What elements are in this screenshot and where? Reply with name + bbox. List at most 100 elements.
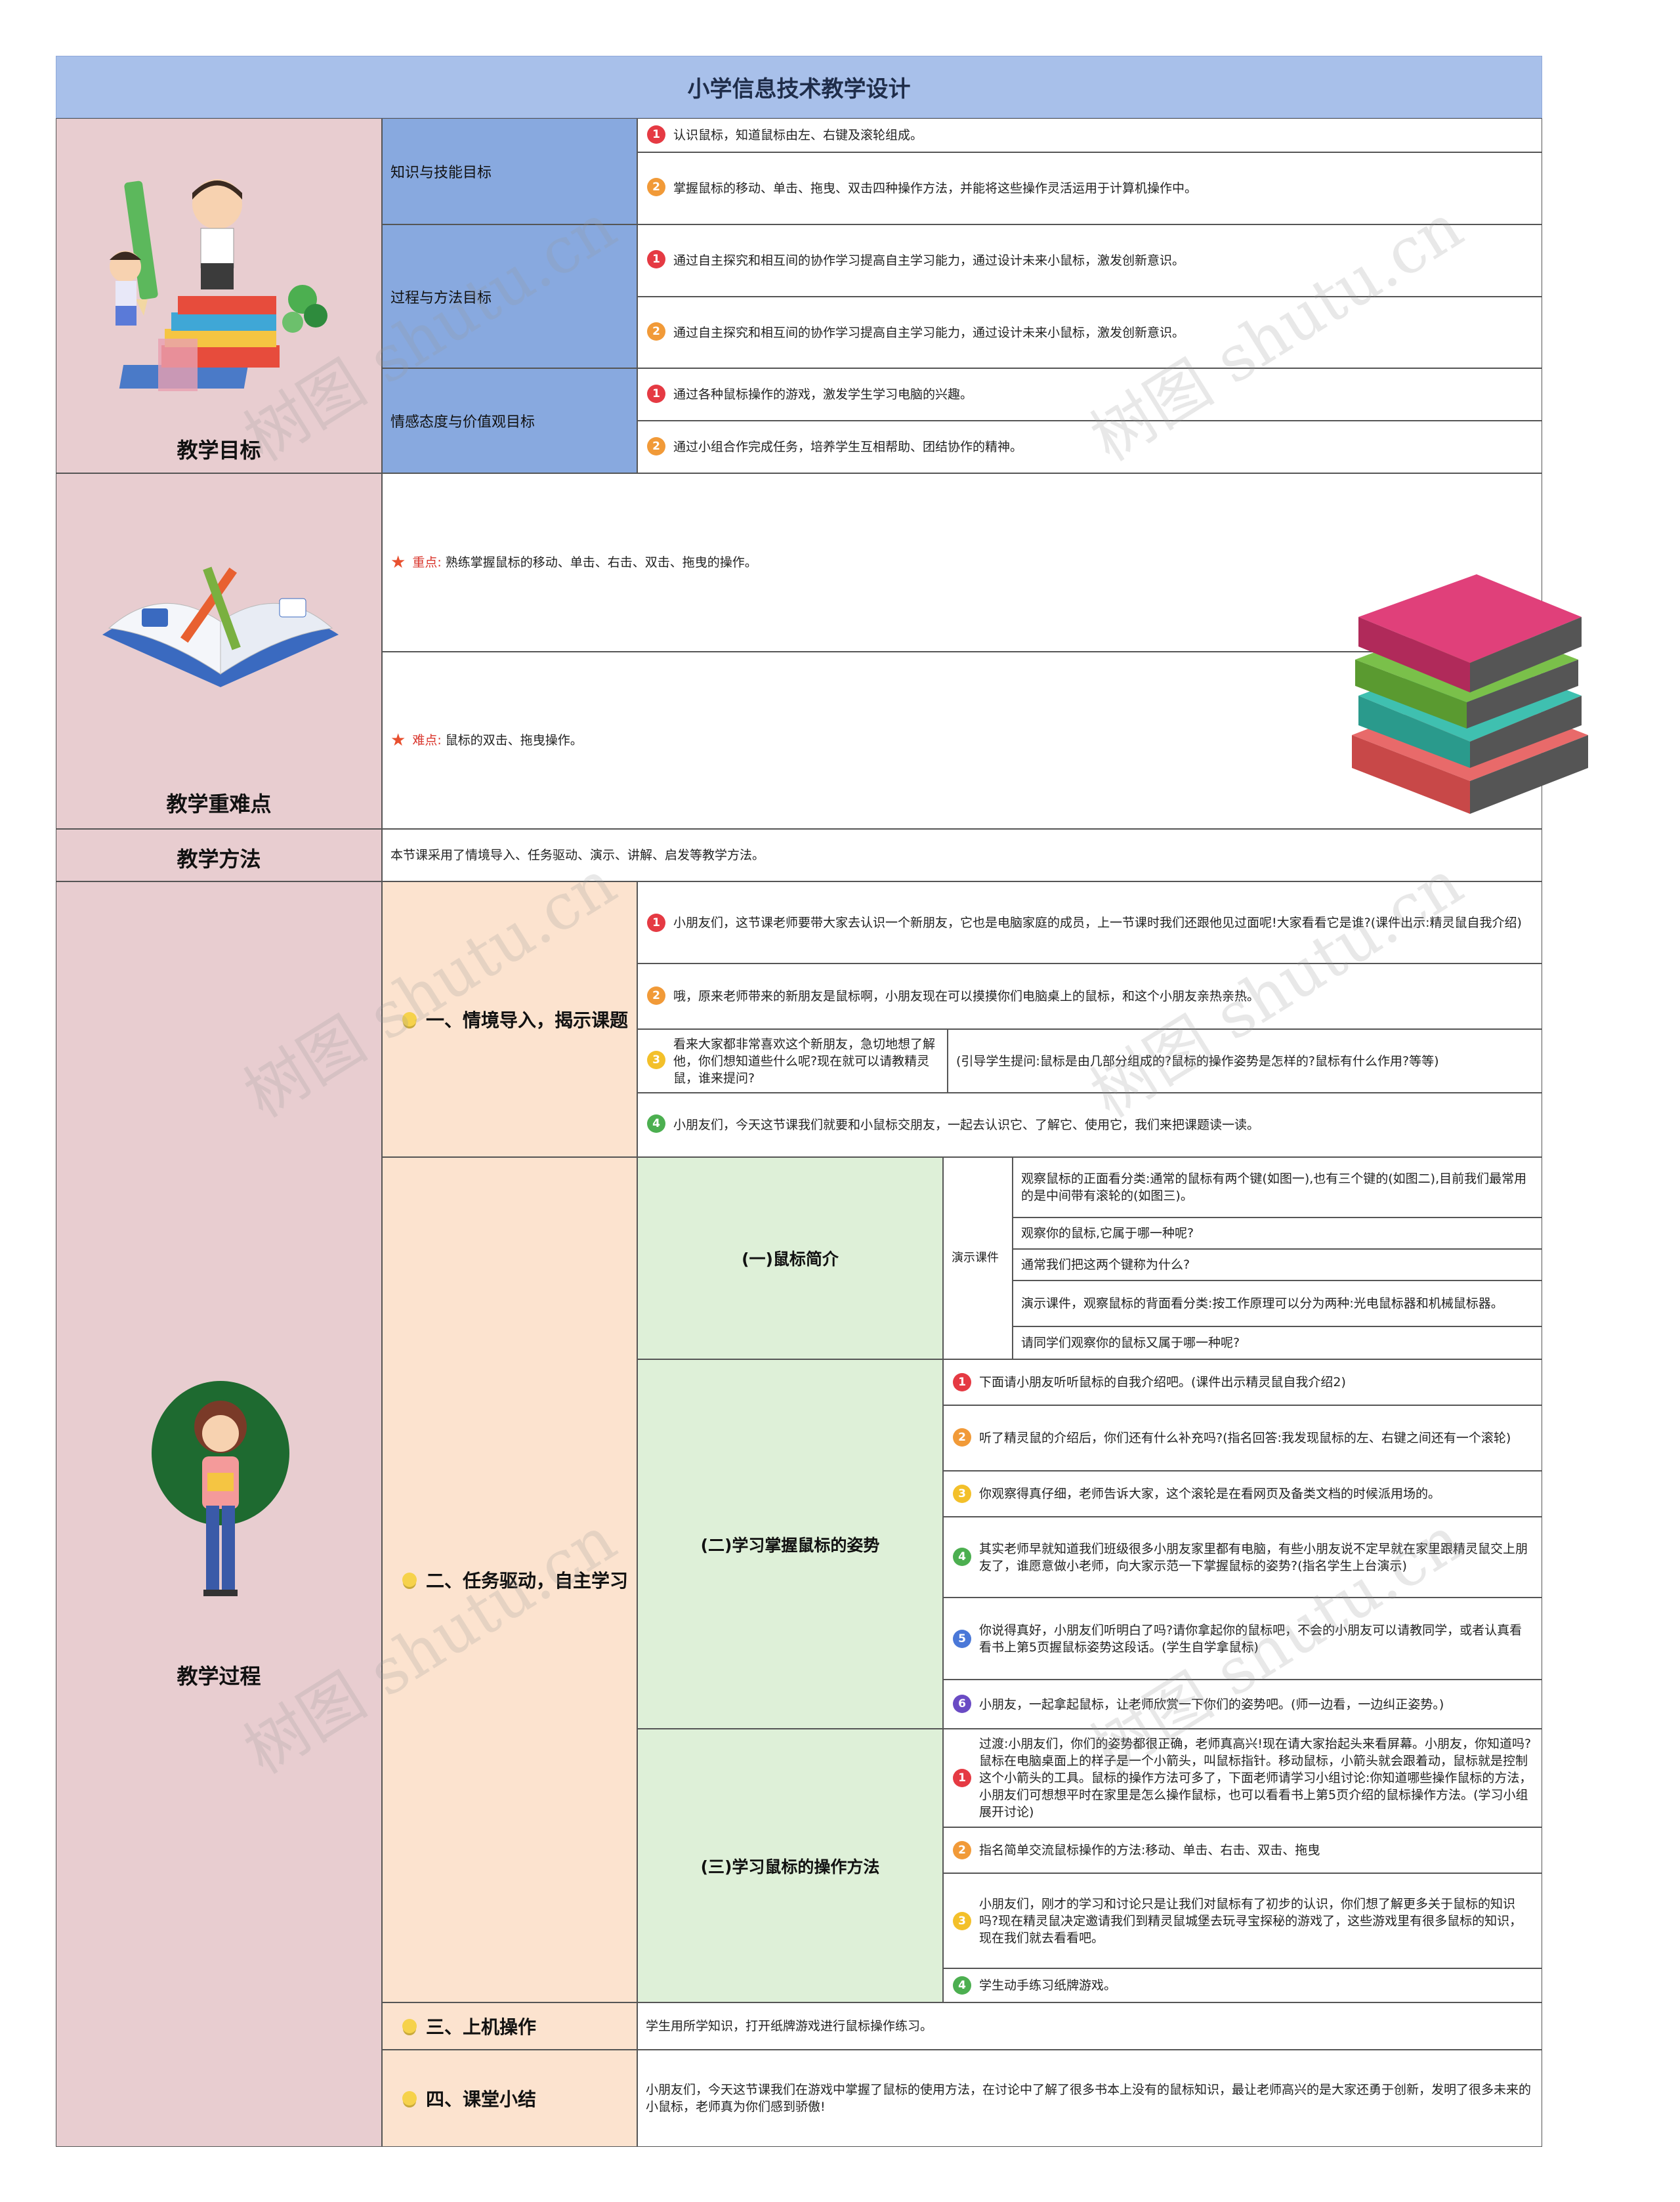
star-icon: ★ bbox=[390, 730, 406, 750]
sub2-item-2: 2 听了精灵鼠的介绍后，你们还有什么补充吗?(指名回答:我发现鼠标的左、右键之间… bbox=[943, 1405, 1542, 1471]
phase-label-text: 三、上机操作 bbox=[426, 2016, 537, 2038]
number-3-icon: 3 bbox=[953, 1485, 971, 1503]
number-2-icon: 2 bbox=[647, 178, 665, 196]
knowledge-goal-item-1: 1 认识鼠标，知道鼠标由左、右键及滚轮组成。 bbox=[637, 118, 1542, 152]
item-text: 通过自主探究和相互间的协作学习提高自主学习能力，通过设计未来小鼠标，激发创新意识… bbox=[673, 325, 1185, 340]
number-1-icon: 1 bbox=[953, 1373, 971, 1391]
sub3-item-2: 2 指名简单交流鼠标操作的方法:移动、单击、右击、双击、拖曳 bbox=[943, 1827, 1542, 1873]
item-text: 小朋友们，刚才的学习和讨论只是让我们对鼠标有了初步的认识，你们想了解更多关于鼠标… bbox=[979, 1896, 1522, 1945]
bulb-icon bbox=[402, 1573, 417, 1587]
item-text: 其实老师早就知道我们班级很多小朋友家里都有电脑，有些小朋友说不定早就在家里跟精灵… bbox=[979, 1541, 1528, 1573]
sub2-item-4: 4 其实老师早就知道我们班级很多小朋友家里都有电脑，有些小朋友说不定早就在家里跟… bbox=[943, 1517, 1542, 1598]
hard-point-row: ★ 难点: 鼠标的双击、拖曳操作。 bbox=[382, 652, 1542, 829]
sub2-label: (二)学习掌握鼠标的姿势 bbox=[637, 1359, 943, 1729]
item-text: 通过各种鼠标操作的游戏，激发学生学习电脑的兴趣。 bbox=[673, 387, 973, 402]
goals-title: 教学目标 bbox=[177, 438, 261, 463]
phase-1-label: 一、情境导入，揭示课题 bbox=[382, 881, 637, 1157]
item-text: 看来大家都非常喜欢这个新朋友，急切地想了解他，你们想知道些什么呢?现在就可以请教… bbox=[673, 1036, 936, 1086]
number-5-icon: 5 bbox=[953, 1630, 971, 1648]
phase-label-text: 四、课堂小结 bbox=[426, 2088, 537, 2110]
bulb-icon bbox=[402, 1012, 417, 1027]
item-text: 通过自主探究和相互间的协作学习提高自主学习能力，通过设计未来小鼠标，激发创新意识… bbox=[673, 253, 1185, 268]
phase-2-label: 二、任务驱动，自主学习 bbox=[382, 1157, 637, 2002]
number-2-icon: 2 bbox=[647, 322, 665, 341]
number-3-icon: 3 bbox=[647, 1051, 665, 1069]
number-2-icon: 2 bbox=[647, 986, 665, 1005]
sub1-label: (一)鼠标简介 bbox=[637, 1157, 943, 1359]
item-text: 过渡:小朋友们，你们的姿势都很正确，老师真高兴!现在请大家抬起头来看屏幕。小朋友… bbox=[979, 1737, 1532, 1819]
item-text: 下面请小朋友听听鼠标的自我介绍吧。(课件出示精灵鼠自我介绍2) bbox=[979, 1375, 1346, 1389]
sub1-item-1: 观察鼠标的正面看分类:通常的鼠标有两个键(如图一),也有三个键的(如图二),目前… bbox=[1013, 1157, 1542, 1217]
process-goal-label: 过程与方法目标 bbox=[382, 224, 637, 368]
sub1-item-2: 观察你的鼠标,它属于哪一种呢? bbox=[1013, 1217, 1542, 1249]
process-goal-item-2: 2 通过自主探究和相互间的协作学习提高自主学习能力，通过设计未来小鼠标，激发创新… bbox=[637, 297, 1542, 368]
sub3-item-1: 1 过渡:小朋友们，你们的姿势都很正确，老师真高兴!现在请大家抬起头来看屏幕。小… bbox=[943, 1729, 1542, 1827]
item-text: 你说得真好，小朋友们听明白了吗?请你拿起你的鼠标吧，不会的小朋友可以请教同学，或… bbox=[979, 1622, 1522, 1655]
key-point-text: 熟练掌握鼠标的移动、单击、右击、双击、拖曳的操作。 bbox=[445, 555, 757, 570]
phase-4-label: 四、课堂小结 bbox=[382, 2050, 637, 2147]
sub3-item-3: 3 小朋友们，刚才的学习和讨论只是让我们对鼠标有了初步的认识，你们想了解更多关于… bbox=[943, 1873, 1542, 1968]
item-text: 小朋友，一起拿起鼠标，让老师欣赏一下你们的姿势吧。(师一边看，一边纠正姿势。) bbox=[979, 1697, 1444, 1712]
item-text: 听了精灵鼠的介绍后，你们还有什么补充吗?(指名回答:我发现鼠标的左、右键之间还有… bbox=[979, 1431, 1511, 1445]
knowledge-goal-label: 知识与技能目标 bbox=[382, 118, 637, 224]
item-text: 小朋友们，今天这节课我们就要和小鼠标交朋友，一起去认识它、了解它、使用它，我们来… bbox=[673, 1118, 1260, 1132]
phase-1-item-2: 2 哦，原来老师带来的新朋友是鼠标啊，小朋友现在可以摸摸你们电脑桌上的鼠标，和这… bbox=[637, 963, 1542, 1029]
book-stack-illustration bbox=[1352, 574, 1588, 814]
number-6-icon: 6 bbox=[953, 1695, 971, 1713]
keypoints-section: 教学重难点 bbox=[56, 473, 382, 829]
page-title: 小学信息技术教学设计 bbox=[56, 56, 1542, 118]
sub2-item-5: 5 你说得真好，小朋友们听明白了吗?请你拿起你的鼠标吧，不会的小朋友可以请教同学… bbox=[943, 1598, 1542, 1680]
phase-1-item-3: 3 看来大家都非常喜欢这个新朋友，急切地想了解他，你们想知道些什么呢?现在就可以… bbox=[637, 1029, 948, 1093]
emotion-goal-item-1: 1 通过各种鼠标操作的游戏，激发学生学习电脑的兴趣。 bbox=[637, 368, 1542, 421]
number-1-icon: 1 bbox=[953, 1769, 971, 1787]
sub1-item-5: 请同学们观察你的鼠标又属于哪一种呢? bbox=[1013, 1326, 1542, 1359]
teacher-illustration bbox=[152, 1381, 289, 1596]
sub3-item-4: 4 学生动手练习纸牌游戏。 bbox=[943, 1968, 1542, 2002]
item-text: 哦，原来老师带来的新朋友是鼠标啊，小朋友现在可以摸摸你们电脑桌上的鼠标，和这个小… bbox=[673, 989, 1260, 1004]
number-4-icon: 4 bbox=[953, 1976, 971, 1995]
sub1-item-3: 通常我们把这两个键称为什么? bbox=[1013, 1249, 1542, 1281]
phase-1-item-1: 1 小朋友们，这节课老师要带大家去认识一个新朋友，它也是电脑家庭的成员，上一节课… bbox=[637, 881, 1542, 963]
item-text: 学生动手练习纸牌游戏。 bbox=[979, 1978, 1117, 1993]
sub1-item-4: 演示课件，观察鼠标的背面看分类:按工作原理可以分为两种:光电鼠标器和机械鼠标器。 bbox=[1013, 1281, 1542, 1326]
phase-label-text: 一、情境导入，揭示课题 bbox=[426, 1009, 629, 1031]
kids-books-illustration bbox=[110, 179, 327, 391]
emotion-goal-item-2: 2 通过小组合作完成任务，培养学生互相帮助、团结协作的精神。 bbox=[637, 421, 1542, 473]
phase-1-item-4: 4 小朋友们，今天这节课我们就要和小鼠标交朋友，一起去认识它、了解它、使用它，我… bbox=[637, 1093, 1542, 1157]
phase-label-text: 二、任务驱动，自主学习 bbox=[426, 1570, 629, 1592]
number-1-icon: 1 bbox=[647, 385, 665, 403]
item-text: 掌握鼠标的移动、单击、拖曳、双击四种操作方法，并能将这些操作灵活运用于计算机操作… bbox=[673, 181, 1198, 196]
bulb-icon bbox=[402, 2091, 417, 2106]
open-book-illustration bbox=[102, 566, 339, 687]
item-text: 你观察得真仔细，老师告诉大家，这个滚轮是在看网页及备类文档的时候派用场的。 bbox=[979, 1487, 1441, 1501]
number-4-icon: 4 bbox=[647, 1114, 665, 1133]
hard-point-text: 鼠标的双击、拖曳操作。 bbox=[445, 733, 583, 748]
number-2-icon: 2 bbox=[647, 437, 665, 455]
sub2-item-6: 6 小朋友，一起拿起鼠标，让老师欣赏一下你们的姿势吧。(师一边看，一边纠正姿势。… bbox=[943, 1680, 1542, 1729]
phase-1-item-3-note: (引导学生提问:鼠标是由几部分组成的?鼠标的操作姿势是怎样的?鼠标有什么作用?等… bbox=[948, 1029, 1542, 1093]
goals-section: 教学目标 bbox=[56, 118, 382, 473]
demo-label: 演示课件 bbox=[943, 1157, 1013, 1359]
number-2-icon: 2 bbox=[953, 1841, 971, 1859]
number-1-icon: 1 bbox=[647, 125, 665, 144]
item-text: 认识鼠标，知道鼠标由左、右键及滚轮组成。 bbox=[673, 128, 923, 142]
star-icon: ★ bbox=[390, 553, 406, 572]
process-section: 教学过程 bbox=[56, 881, 382, 2147]
phase-3-text: 学生用所学知识，打开纸牌游戏进行鼠标操作练习。 bbox=[637, 2002, 1542, 2050]
number-3-icon: 3 bbox=[953, 1912, 971, 1930]
item-text: 通过小组合作完成任务，培养学生互相帮助、团结协作的精神。 bbox=[673, 440, 1023, 454]
method-title: 教学方法 bbox=[177, 847, 261, 872]
hard-point-label: 难点: bbox=[412, 733, 442, 748]
phase-4-text: 小朋友们，今天这节课我们在游戏中掌握了鼠标的使用方法，在讨论中了解了很多书本上没… bbox=[637, 2050, 1542, 2147]
item-text: 指名简单交流鼠标操作的方法:移动、单击、右击、双击、拖曳 bbox=[979, 1843, 1320, 1857]
knowledge-goal-item-2: 2 掌握鼠标的移动、单击、拖曳、双击四种操作方法，并能将这些操作灵活运用于计算机… bbox=[637, 152, 1542, 224]
emotion-goal-label: 情感态度与价值观目标 bbox=[382, 368, 637, 473]
process-goal-item-1: 1 通过自主探究和相互间的协作学习提高自主学习能力，通过设计未来小鼠标，激发创新… bbox=[637, 224, 1542, 297]
bulb-icon bbox=[402, 2019, 417, 2033]
sub2-item-1: 1 下面请小朋友听听鼠标的自我介绍吧。(课件出示精灵鼠自我介绍2) bbox=[943, 1359, 1542, 1405]
number-4-icon: 4 bbox=[953, 1548, 971, 1566]
key-point-row: ★ 重点: 熟练掌握鼠标的移动、单击、右击、双击、拖曳的操作。 bbox=[382, 473, 1542, 652]
item-text: 小朋友们，这节课老师要带大家去认识一个新朋友，它也是电脑家庭的成员，上一节课时我… bbox=[673, 915, 1522, 930]
sub2-item-3: 3 你观察得真仔细，老师告诉大家，这个滚轮是在看网页及备类文档的时候派用场的。 bbox=[943, 1471, 1542, 1517]
key-point-label: 重点: bbox=[412, 555, 442, 570]
